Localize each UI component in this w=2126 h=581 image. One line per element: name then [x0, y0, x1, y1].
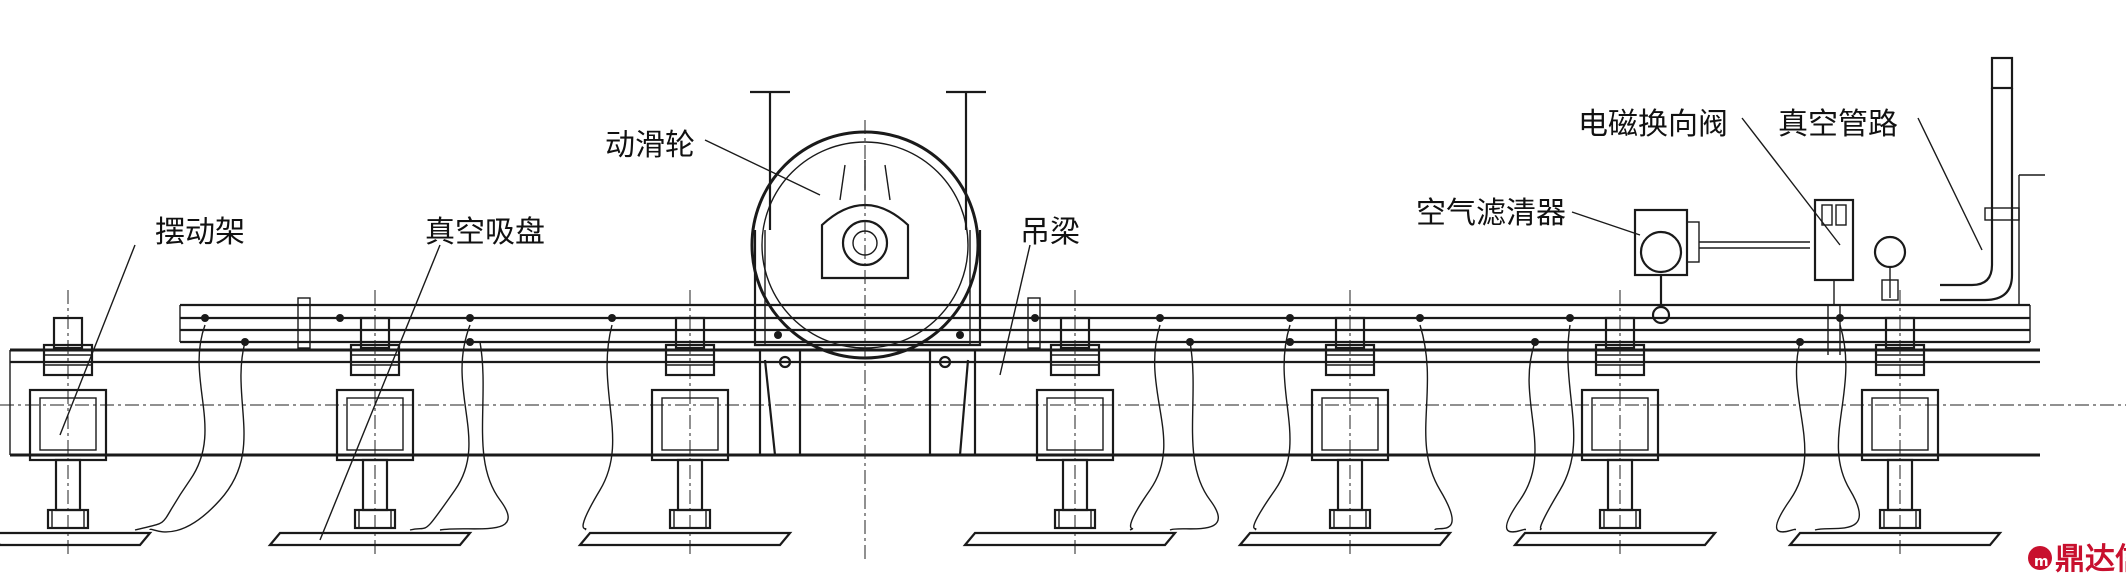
pulley-assembly: [750, 90, 986, 560]
suspension-unit: [267, 290, 473, 555]
label-swing-frame: 摆动架: [155, 215, 245, 250]
svg-text:m: m: [2034, 554, 2049, 570]
watermark-text: 鼎达信: [2055, 542, 2126, 577]
suspension-unit: [1512, 290, 1718, 555]
label-vacuum-pipe: 真空管路: [1778, 107, 1898, 142]
watermark-logo-icon: [2028, 546, 2052, 570]
watermark: m 鼎达信: [2028, 542, 2126, 577]
leader-lines: [59, 117, 1983, 541]
vacuum-hoses: [134, 324, 1860, 533]
label-solenoid-valve: 电磁换向阀: [1578, 107, 1728, 142]
vacuum-pipe: [1940, 56, 2045, 305]
suspension-unit: [1787, 290, 2003, 555]
callout-labels: 摆动架 真空吸盘 动滑轮 吊梁 空气滤清器 电磁换向阀 真空管路: [155, 107, 1898, 250]
label-pulley: 动滑轮: [605, 128, 695, 163]
suspension-units: [0, 290, 2003, 555]
label-beam: 吊梁: [1020, 215, 1080, 250]
air-filter: [1633, 208, 1810, 325]
suspension-unit: [0, 290, 153, 555]
suspension-unit: [1237, 290, 1453, 555]
label-vacuum-cup: 真空吸盘: [425, 215, 545, 250]
hanger-beam: [758, 350, 977, 457]
label-air-filter: 空气滤清器: [1416, 196, 1566, 231]
suspension-unit: [577, 290, 793, 555]
main-beam: [0, 297, 2126, 457]
suspension-unit: [962, 290, 1178, 555]
solenoid-valve: [1813, 198, 1907, 355]
rail-rivets: [201, 314, 1844, 346]
